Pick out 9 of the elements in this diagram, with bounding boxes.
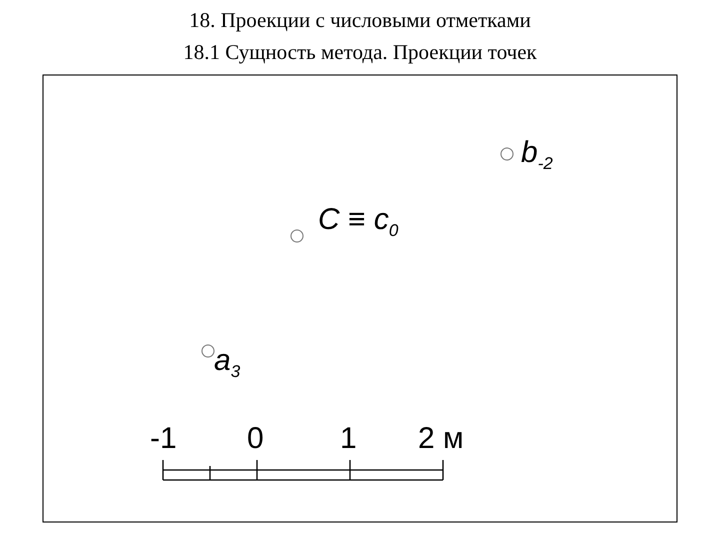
scale-value: 2 м <box>418 422 464 456</box>
subtitle: 18.1 Сущность метода. Проекции точек <box>182 40 538 65</box>
scale-value: -1 <box>150 422 177 456</box>
scale-value: 0 <box>247 422 264 456</box>
title: 18. Проекции с числовыми отметками <box>188 8 532 33</box>
point-label: b$_{-2}$ <box>521 136 553 174</box>
point-label: a$_{3}$ <box>214 344 240 382</box>
scale-value: 1 <box>340 422 357 456</box>
point-label: C ≡ c$_{0}$ <box>318 203 398 241</box>
